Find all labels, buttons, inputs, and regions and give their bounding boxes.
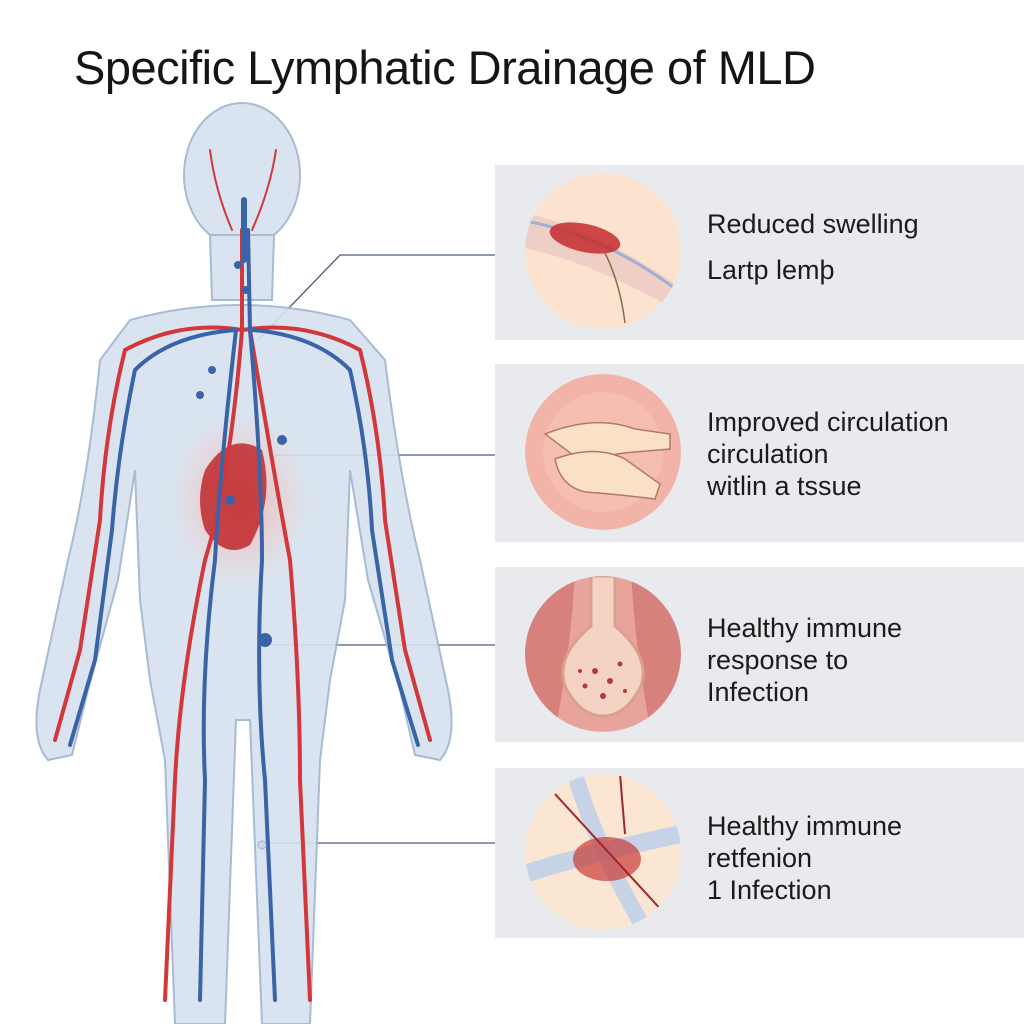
arteries [53,149,432,1002]
panel-2-line-2: circulation [707,439,829,469]
panel-3-line-3: Infection [707,677,810,707]
benefit-panel-2: Improved circulation circulation witlin … [495,364,1024,542]
swollen-vessel-illustration [525,173,681,329]
panel-1-line-2: Lartp lemþ [707,255,835,285]
panel-4-line-1: Healthy immune [707,811,903,841]
panel-1-line-1: Reduced swelling [707,209,919,239]
panel-4-line-3: 1 Infection [707,875,832,905]
lymph-nodes [196,261,287,850]
benefit-panel-1: Reduced swelling Lartp lemþ [495,165,1024,340]
lymph-node-illustration [525,576,681,732]
benefit-panel-4: Healthy immune retfenion 1 Infection [495,768,1024,938]
vessel-junction-illustration [525,774,681,930]
massage-hands-illustration [525,374,681,530]
panel-2-line-1: Improved circulation [707,407,949,437]
panel-3-line-2: response to [707,645,849,675]
body-silhouette [35,102,453,1024]
veins [68,197,420,1002]
page-title: Specific Lymphatic Drainage of MLD [74,41,816,94]
panel-2-line-3: witlin a tssue [707,471,862,501]
panel-4-line-2: retfenion [707,843,813,873]
body-illustration [35,102,453,1024]
benefit-panel-3: Healthy immune response to Infection [495,567,1024,742]
panel-3-line-1: Healthy immune [707,613,903,643]
